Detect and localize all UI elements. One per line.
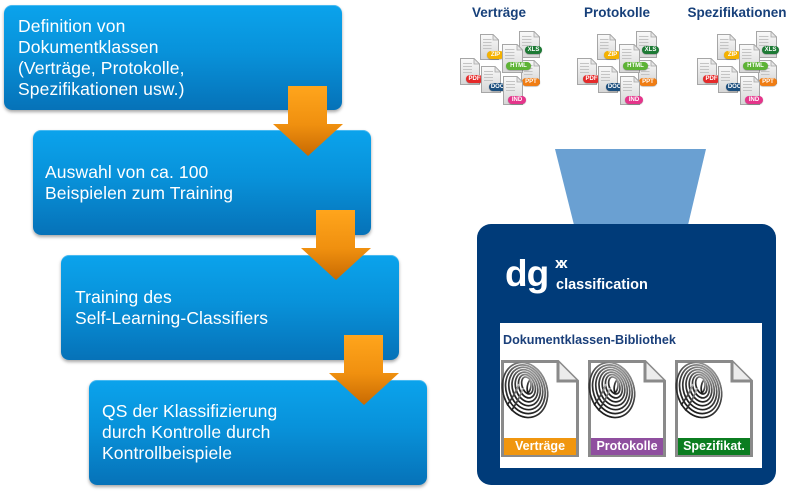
xls-badge: XLS <box>642 46 659 54</box>
pdf-badge: PDF <box>703 75 720 83</box>
doc-badge: DOC <box>489 83 506 91</box>
fingerprint-icon <box>588 360 636 420</box>
pdf-badge: PDF <box>583 75 600 83</box>
library-item-vertraege: Verträge <box>501 360 579 457</box>
doc-badge: DOC <box>606 83 623 91</box>
zip-badge: ZIP <box>724 51 741 59</box>
ppt-badge: PPT <box>759 78 777 86</box>
ppt-badge: PPT <box>522 78 540 86</box>
process-step-text: Training des Self-Learning-Classifiers <box>75 286 269 328</box>
dgx-logo-subtitle: classification <box>556 277 648 293</box>
class-title-spezifikationen: Spezifikationen <box>687 5 787 20</box>
zip-file-icon <box>597 34 616 60</box>
process-step-text: QS der Klassifizierung durch Kontrolle d… <box>102 401 278 463</box>
library-item-label: Protokolle <box>591 438 663 455</box>
html-badge: HTML <box>506 62 531 70</box>
process-step-text: Definition von Dokumentklassen (Verträge… <box>18 15 185 99</box>
zip-badge: ZIP <box>487 51 504 59</box>
html-badge: HTML <box>743 62 768 70</box>
doc-badge: DOC <box>726 83 743 91</box>
class-title-vertraege: Verträge <box>471 5 527 20</box>
dgx-logo: dg <box>505 253 549 294</box>
ind-badge: IND <box>625 96 643 104</box>
library-title: Dokumentklassen-Bibliothek <box>503 333 676 347</box>
dgx-logo-superscript: xx <box>555 255 568 272</box>
ind-badge: IND <box>745 96 763 104</box>
class-title-protokolle: Protokolle <box>583 5 650 20</box>
library-item-spezifikationen: Spezifikat. <box>675 360 753 457</box>
pdf-badge: PDF <box>466 75 483 83</box>
library-item-label: Spezifikat. <box>678 438 750 455</box>
xls-badge: XLS <box>525 46 542 54</box>
zip-badge: ZIP <box>604 51 621 59</box>
html-badge: HTML <box>623 62 648 70</box>
fingerprint-icon <box>675 360 723 420</box>
arrow-down-icon <box>301 210 371 280</box>
funnel-icon <box>555 149 706 225</box>
process-step-definition: Definition von Dokumentklassen (Verträge… <box>4 5 342 110</box>
arrow-down-icon <box>273 86 343 156</box>
library-item-protokolle: Protokolle <box>588 360 666 457</box>
ind-badge: IND <box>508 96 526 104</box>
arrow-down-icon <box>329 335 399 405</box>
fingerprint-icon <box>501 360 549 420</box>
process-step-text: Auswahl von ca. 100 Beispielen zum Train… <box>45 161 234 203</box>
xls-badge: XLS <box>762 46 779 54</box>
library-item-label: Verträge <box>504 438 576 455</box>
ppt-badge: PPT <box>639 78 657 86</box>
